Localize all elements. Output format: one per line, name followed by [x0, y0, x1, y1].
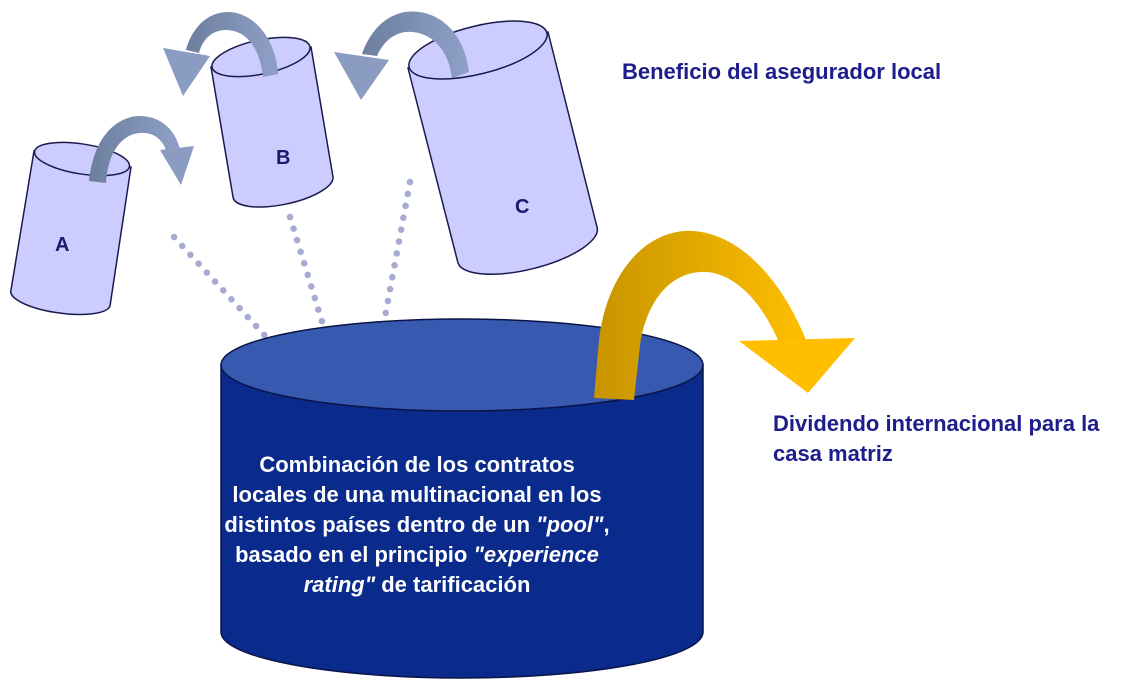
arrow-b-to-a-head: [163, 48, 210, 96]
international-dividend-caption: Dividendo internacional para la casa mat…: [773, 411, 1100, 466]
cylinder-b-label: B: [276, 147, 290, 169]
local-insurer-benefit-caption: Beneficio del asegurador local: [622, 59, 942, 84]
dividend-arrow: [594, 230, 855, 400]
cylinder-a-label: A: [55, 234, 69, 256]
pool-text-pool: "pool": [536, 512, 604, 537]
arrow-c-to-b-shaft: [362, 11, 469, 78]
cylinder-a-body: [9, 150, 132, 316]
pool-cylinder: [220, 318, 704, 679]
pool-text-part2: , basado en el principio: [235, 512, 610, 567]
arrow-a-to-b-head: [160, 146, 194, 185]
pool-description: Combinación de los contratos locales de …: [222, 450, 612, 632]
arrow-b-to-a: [163, 12, 278, 96]
cylinder-c-top: [408, 20, 548, 80]
arrow-b-to-a-shaft: [186, 12, 278, 77]
arrow-a-to-b: [89, 115, 194, 185]
cylinder-c-body: [407, 31, 599, 276]
dotted-line-c: [368, 178, 414, 391]
dividend-arrow-head: [739, 338, 855, 393]
pool-text-rating: "experience rating": [303, 542, 599, 597]
pool-body: [220, 364, 704, 679]
cylinder-c-label: C: [515, 196, 529, 218]
arrow-c-to-b: [334, 11, 469, 100]
dotted-line-a: [170, 233, 319, 394]
arrow-a-to-b-shaft: [89, 115, 180, 183]
pool-text-part1: Combinación de los contratos locales de …: [224, 452, 602, 537]
arrow-c-to-b-head: [334, 52, 389, 100]
pool-top: [220, 318, 704, 412]
cylinder-a: A: [9, 141, 132, 316]
cylinder-b-body: [210, 46, 334, 208]
dividend-arrow-shaft: [594, 230, 808, 400]
cylinder-c: C: [407, 20, 599, 276]
pool-text-part3: de tarificación: [375, 572, 531, 597]
